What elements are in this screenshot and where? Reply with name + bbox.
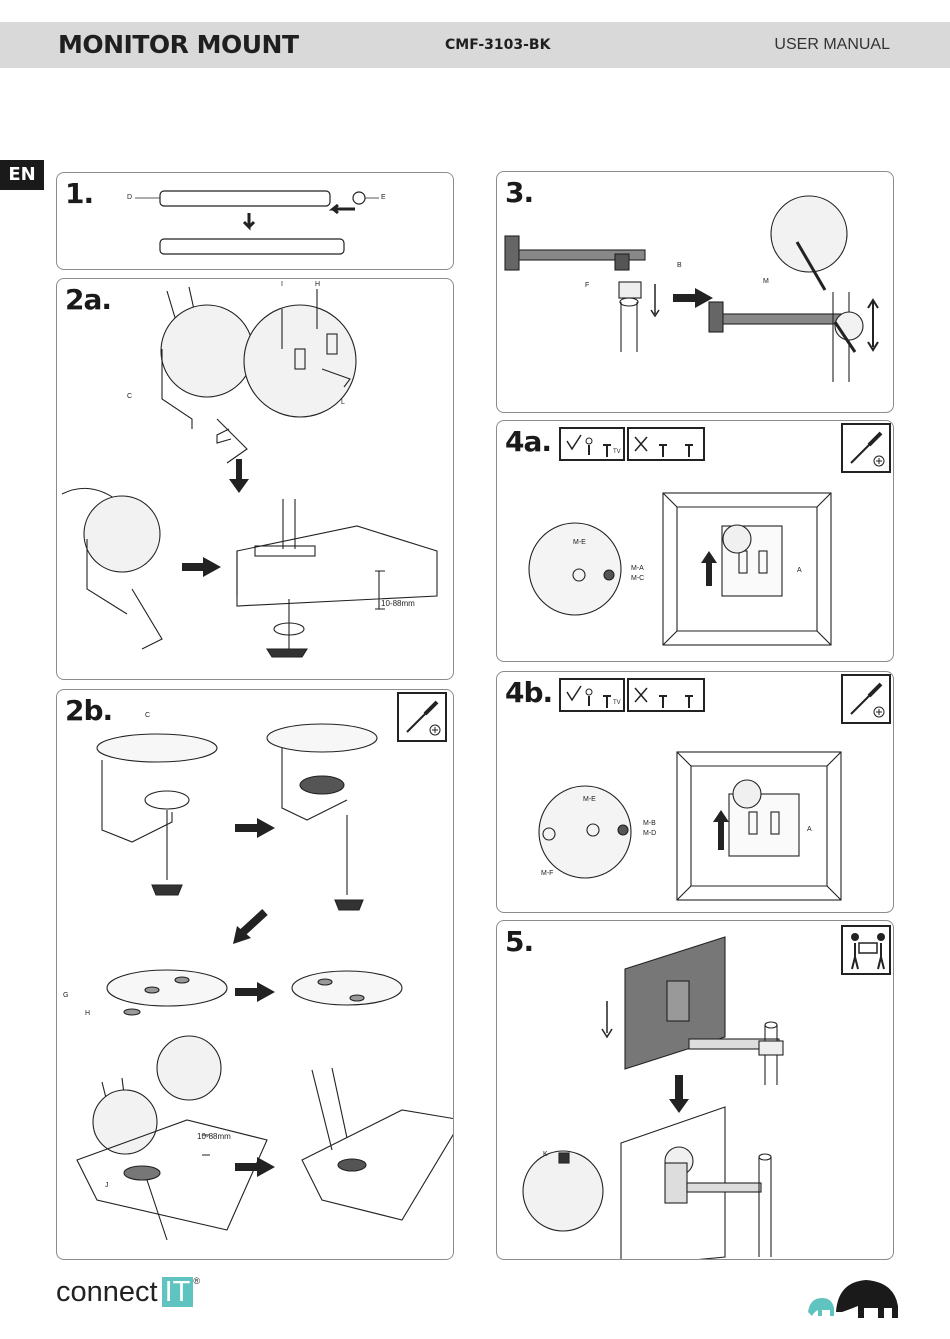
label-m-f: M-F — [541, 870, 553, 877]
label-k: K — [543, 1151, 548, 1158]
brand-prefix: connect — [56, 1276, 158, 1308]
language-tab: EN — [0, 160, 44, 190]
label-a: A — [807, 826, 812, 833]
step-1-illustration — [57, 173, 454, 270]
desk-thickness-label: 10-88mm — [197, 1132, 231, 1141]
step-3-panel: 3. B F M — [496, 171, 894, 413]
label-c: C — [127, 393, 132, 400]
label-h: H — [85, 1010, 90, 1017]
document-type: USER MANUAL — [774, 36, 890, 54]
label-m-d: M-D — [643, 830, 656, 837]
label-j: J — [105, 1182, 109, 1189]
document-title: MONITOR MOUNT — [58, 30, 299, 59]
desk-thickness-label: 10-88mm — [381, 599, 415, 608]
model-number: CMF-3103-BK — [445, 37, 550, 53]
step-1-panel: 1. D E — [56, 172, 454, 270]
label-c: C — [145, 712, 150, 719]
label-m: M — [763, 278, 769, 285]
step-4b-panel: 4b. TV — [496, 671, 894, 913]
label-d: D — [127, 194, 132, 201]
step-4a-illustration — [497, 421, 894, 662]
label-m-e: M-E — [583, 796, 596, 803]
label-i: I — [281, 281, 283, 288]
step-5-panel: 5. K — [496, 920, 894, 1260]
step-3-illustration — [497, 172, 894, 413]
label-f: F — [585, 282, 589, 289]
label-m-b: M-B — [643, 820, 656, 827]
label-m-a: M-A — [631, 565, 644, 572]
label-g: G — [63, 992, 68, 999]
label-a: A — [797, 567, 802, 574]
label-m-e: M-E — [573, 539, 586, 546]
step-4a-panel: 4a. TV — [496, 420, 894, 662]
step-2a-illustration — [57, 279, 454, 680]
step-4b-illustration — [497, 672, 894, 913]
step-2b-panel: 2b. — [56, 689, 454, 1260]
elephant-logo-icon — [804, 1272, 904, 1322]
step-2b-illustration — [57, 690, 454, 1260]
header-bar: MONITOR MOUNT CMF-3103-BK USER MANUAL — [0, 22, 950, 68]
label-m-c: M-C — [631, 575, 644, 582]
label-b: B — [677, 262, 682, 269]
brand-suffix: IT — [162, 1277, 194, 1307]
registered-mark: ® — [193, 1276, 200, 1286]
label-e: E — [381, 194, 386, 201]
step-2a-panel: 2a. — [56, 278, 454, 680]
label-l: L — [341, 399, 345, 406]
step-5-illustration — [497, 921, 894, 1260]
label-h: H — [315, 281, 320, 288]
